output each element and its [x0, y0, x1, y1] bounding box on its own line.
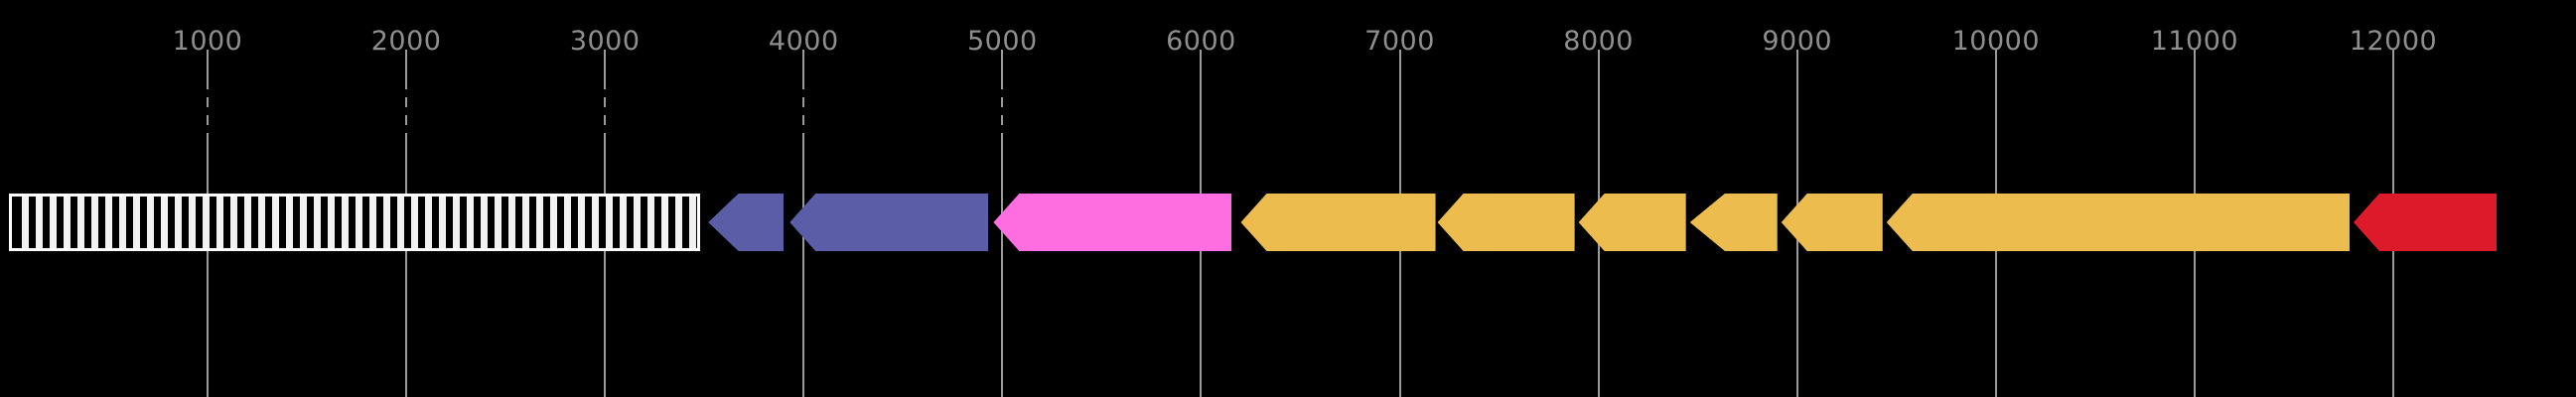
- gridline-dash-gap: [802, 89, 805, 97]
- feature-gene-7[interactable]: [1689, 194, 1778, 251]
- feature-gene-3[interactable]: [993, 194, 1232, 251]
- feature-gene-6[interactable]: [1578, 194, 1686, 251]
- axis-tick-label-10000: 10000: [1951, 26, 2041, 57]
- feature-gene-10[interactable]: [2353, 194, 2498, 251]
- axis-tick-label-4000: 4000: [768, 26, 839, 57]
- feature-gene-1[interactable]: [708, 194, 785, 251]
- gridline-dash-gap: [405, 125, 408, 133]
- axis-tick-label-2000: 2000: [370, 26, 442, 57]
- gridline-dash-gap: [405, 89, 408, 97]
- axis-tick-label-6000: 6000: [1166, 26, 1236, 57]
- gridline-dash-gap: [604, 125, 607, 133]
- feature-gene-4[interactable]: [1240, 194, 1436, 251]
- axis-tick-label-9000: 9000: [1762, 26, 1833, 57]
- gridline-dash-gap: [1001, 107, 1004, 115]
- gridline-dash-gap: [207, 125, 209, 133]
- feature-gene-8[interactable]: [1781, 194, 1883, 251]
- axis-tick-label-5000: 5000: [967, 26, 1038, 57]
- axis-tick-label-11000: 11000: [2150, 26, 2239, 57]
- feature-gene-5[interactable]: [1437, 194, 1575, 251]
- axis-tick-label-3000: 3000: [569, 26, 641, 57]
- axis-tick-label-12000: 12000: [2349, 26, 2438, 57]
- feature-track: [0, 194, 2576, 251]
- axis-tick-label-7000: 7000: [1364, 26, 1435, 57]
- gridline-dash-gap: [1001, 125, 1004, 133]
- axis-tick-label-1000: 1000: [172, 26, 243, 57]
- gridline-dash-gap: [604, 89, 607, 97]
- gridline-dash-gap: [1001, 89, 1004, 97]
- gridline-dash-gap: [802, 125, 805, 133]
- gridline-dash-gap: [405, 107, 408, 115]
- gridline-dash-gap: [207, 89, 209, 97]
- gridline-dash-gap: [802, 107, 805, 115]
- gridline-dash-gap: [207, 107, 209, 115]
- feature-gene-2[interactable]: [789, 194, 989, 251]
- gridline-dash-gap: [604, 107, 607, 115]
- feature-gene-9[interactable]: [1886, 194, 2350, 251]
- axis-tick-label-8000: 8000: [1563, 26, 1634, 57]
- feature-repeat-region[interactable]: [8, 194, 701, 251]
